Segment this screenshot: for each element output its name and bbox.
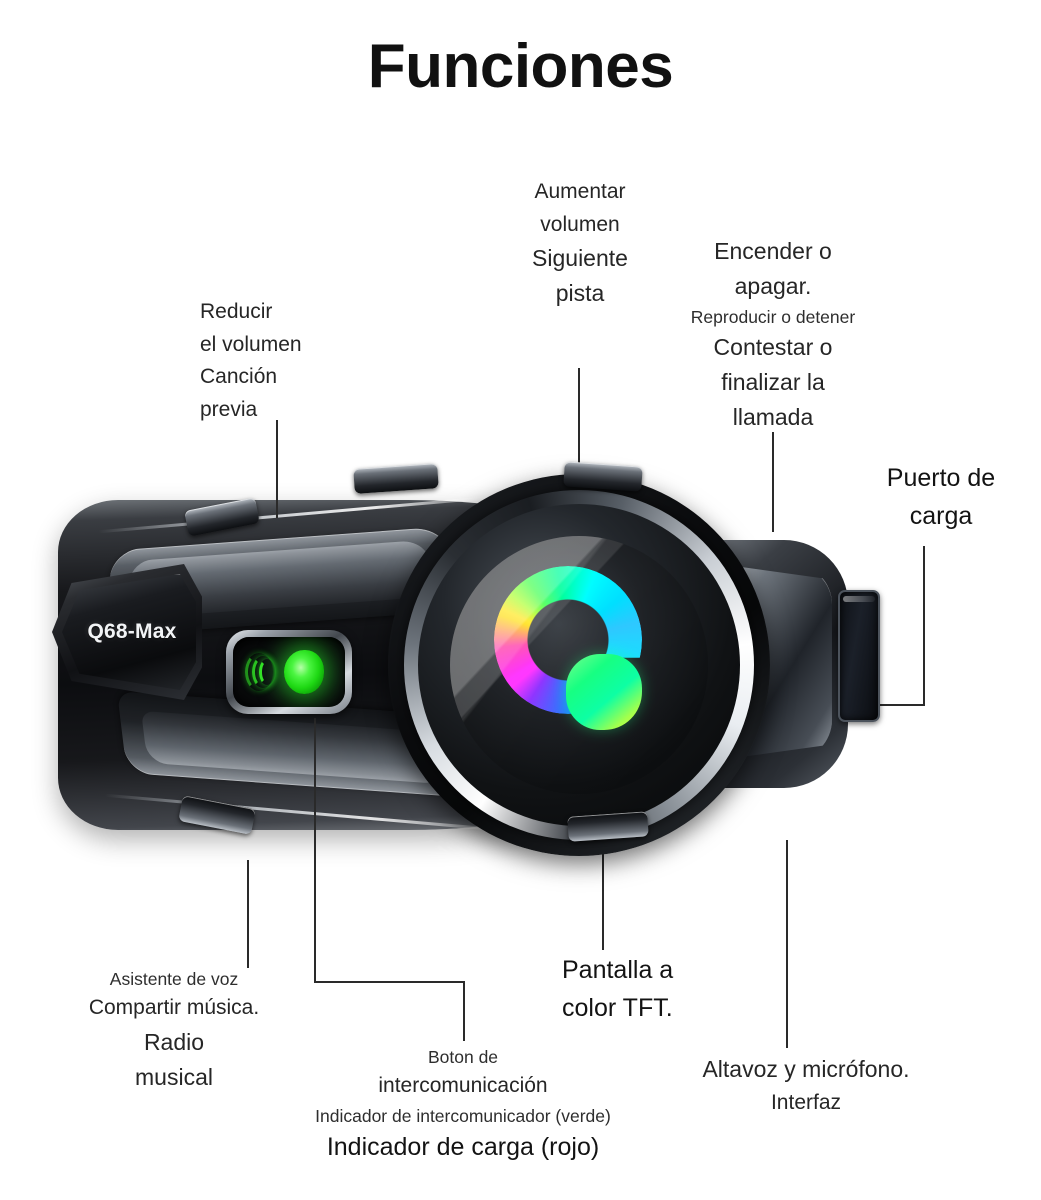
- leader-line-charging-port-horizontal: [880, 704, 925, 706]
- callout-line: Compartir música.: [88, 996, 260, 1020]
- model-badge: Q68-Max: [87, 620, 177, 643]
- callout-screen: Pantalla a color TFT.: [562, 952, 772, 1027]
- callout-line: Siguiente: [532, 245, 628, 272]
- power-button[interactable]: [563, 461, 643, 492]
- page-title: Funciones: [367, 32, 674, 101]
- leader-line-volume-down: [276, 420, 278, 518]
- callout-line: Asistente de voz: [109, 969, 239, 989]
- callout-voice-assistant: Asistente de voz Compartir música. Radio…: [64, 966, 284, 1095]
- callout-line: llamada: [732, 404, 814, 431]
- callout-line: Contestar o: [713, 334, 833, 361]
- intercom-led-green: [284, 650, 324, 694]
- callout-line: Canción: [200, 365, 278, 389]
- callout-speaker: Altavoz y micrófono. Interfaz: [666, 1052, 946, 1120]
- callout-volume-down: Reducir el volumen Canción previa: [200, 296, 380, 426]
- leader-line-intercom-vertical-2: [463, 981, 465, 1041]
- device-nose-inner-plate: [62, 574, 196, 690]
- callout-line: musical: [135, 1063, 213, 1090]
- callout-line: Boton de: [427, 1047, 499, 1067]
- callout-line: Aumentar: [534, 180, 626, 203]
- display-housing: [388, 474, 770, 856]
- leader-line-volume-up: [578, 368, 580, 480]
- leader-line-voice-assistant: [247, 860, 249, 968]
- leader-line-speaker: [786, 840, 788, 1048]
- callout-volume-up: Aumentar volumen Siguiente pista: [468, 176, 692, 311]
- tft-color-screen[interactable]: [450, 536, 708, 794]
- callout-line: Encender o: [714, 238, 832, 264]
- leader-line-power: [772, 432, 774, 532]
- callout-line: Pantalla a: [562, 956, 674, 984]
- callout-intercom: Boton de intercomunicación Indicador de …: [226, 1044, 700, 1167]
- sound-wave-icon: [245, 653, 273, 691]
- callout-line: Reducir: [200, 300, 273, 323]
- callout-line: previa: [200, 397, 258, 421]
- callout-line: pista: [555, 280, 605, 307]
- callout-line: finalizar la: [721, 369, 825, 396]
- callout-line: carga: [909, 501, 973, 530]
- callout-line: Indicador de intercomunicador (verde): [315, 1105, 611, 1126]
- callout-line: Altavoz y micrófono.: [702, 1056, 910, 1082]
- leader-line-intercom-horizontal: [314, 981, 464, 983]
- callout-line: Interfaz: [770, 1090, 842, 1114]
- callout-line: Radio: [143, 1028, 205, 1055]
- charging-port[interactable]: [838, 590, 880, 722]
- callout-charging-port: Puerto de carga: [848, 460, 1034, 535]
- leader-line-intercom-vertical-1: [314, 718, 316, 982]
- volume-up-button[interactable]: [353, 463, 439, 494]
- callout-power: Encender o apagar. Reproducir o detener …: [658, 234, 888, 435]
- leader-line-charging-port-vertical: [923, 546, 925, 706]
- brand-logo-tail-icon: [566, 654, 642, 730]
- intercom-button[interactable]: [226, 630, 352, 714]
- sound-wave-icon: [259, 659, 275, 685]
- callout-line: Indicador de carga (rojo): [326, 1133, 600, 1162]
- callout-line: Reproducir o detener: [690, 306, 856, 327]
- callout-line: Puerto de: [886, 464, 996, 492]
- callout-line: color TFT.: [562, 993, 673, 1022]
- leader-line-screen: [602, 780, 604, 950]
- callout-line: apagar.: [734, 272, 812, 299]
- intercom-indicator-face: [233, 637, 345, 707]
- callout-line: intercomunicación: [378, 1074, 548, 1098]
- sound-wave-icon: [252, 656, 274, 688]
- callout-line: el volumen: [200, 332, 302, 356]
- device-illustration: Q68-Max: [52, 452, 888, 882]
- callout-line: volumen: [540, 212, 620, 236]
